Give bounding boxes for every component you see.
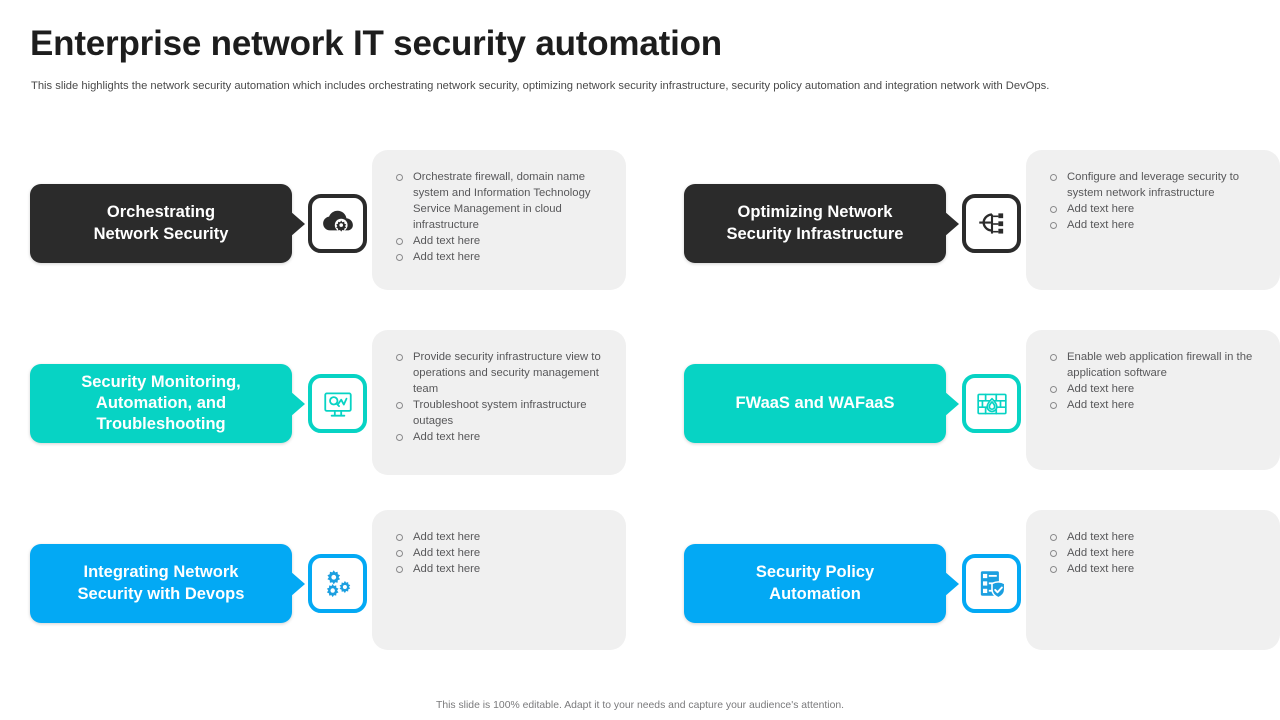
card-optimizing-network-security-infrastructure[interactable]: Optimizing Network Security Infrastructu… bbox=[684, 150, 1280, 330]
card-security-policy-automation[interactable]: Security Policy Automation bbox=[684, 510, 1280, 690]
card-bullets-panel: Add text here Add text here Add text her… bbox=[372, 510, 626, 650]
firewall-flame-icon bbox=[962, 374, 1021, 433]
bullet-list: Provide security infrastructure view to … bbox=[392, 349, 612, 445]
arrow-connector bbox=[944, 211, 959, 237]
list-item: Add text here bbox=[1046, 529, 1266, 545]
list-item: Provide security infrastructure view to … bbox=[392, 349, 612, 397]
page-subtitle: This slide highlights the network securi… bbox=[31, 80, 1050, 92]
list-item: Add text here bbox=[392, 429, 612, 445]
card-integrating-network-security-with-devops[interactable]: Integrating Network Security with Devops bbox=[30, 510, 650, 690]
list-item: Add text here bbox=[1046, 381, 1266, 397]
bullet-list: Add text here Add text here Add text her… bbox=[1046, 529, 1266, 577]
gear-network-icon bbox=[962, 194, 1021, 253]
cloud-gear-icon bbox=[308, 194, 367, 253]
arrow-connector bbox=[290, 391, 305, 417]
card-bullets-panel: Configure and leverage security to syste… bbox=[1026, 150, 1280, 290]
arrow-connector bbox=[944, 571, 959, 597]
list-item: Add text here bbox=[1046, 545, 1266, 561]
card-row: Integrating Network Security with Devops bbox=[0, 510, 1280, 690]
card-security-monitoring-automation-troubleshooting[interactable]: Security Monitoring, Automation, and Tro… bbox=[30, 330, 650, 510]
card-label: FWaaS and WAFaaS bbox=[735, 393, 895, 412]
bullet-list: Add text here Add text here Add text her… bbox=[392, 529, 612, 577]
list-item: Add text here bbox=[392, 545, 612, 561]
list-item: Add text here bbox=[392, 249, 612, 265]
list-item: Add text here bbox=[1046, 217, 1266, 233]
list-item: Add text here bbox=[1046, 201, 1266, 217]
card-bullets-panel: Orchestrate firewall, domain name system… bbox=[372, 150, 626, 290]
list-item: Add text here bbox=[1046, 561, 1266, 577]
card-bullets-panel: Provide security infrastructure view to … bbox=[372, 330, 626, 475]
card-row: Orchestrating Network Security Orchestra… bbox=[0, 150, 1280, 330]
arrow-connector bbox=[944, 391, 959, 417]
list-item: Add text here bbox=[1046, 397, 1266, 413]
list-item: Enable web application firewall in the a… bbox=[1046, 349, 1266, 381]
gears-icon bbox=[308, 554, 367, 613]
card-label-pill[interactable]: Security Monitoring, Automation, and Tro… bbox=[30, 364, 292, 443]
bullet-list: Enable web application firewall in the a… bbox=[1046, 349, 1266, 413]
cards-grid: Orchestrating Network Security Orchestra… bbox=[0, 150, 1280, 690]
bullet-list: Orchestrate firewall, domain name system… bbox=[392, 169, 612, 265]
card-label: Integrating Network Security with Devops bbox=[77, 563, 245, 603]
card-bullets-panel: Add text here Add text here Add text her… bbox=[1026, 510, 1280, 650]
bullet-list: Configure and leverage security to syste… bbox=[1046, 169, 1266, 233]
footer-note: This slide is 100% editable. Adapt it to… bbox=[435, 700, 845, 711]
list-item: Orchestrate firewall, domain name system… bbox=[392, 169, 612, 233]
arrow-connector bbox=[290, 571, 305, 597]
page-title: Enterprise network IT security automatio… bbox=[30, 24, 722, 63]
card-bullets-panel: Enable web application firewall in the a… bbox=[1026, 330, 1280, 470]
card-label-pill[interactable]: Orchestrating Network Security bbox=[30, 184, 292, 263]
arrow-connector bbox=[290, 211, 305, 237]
list-item: Add text here bbox=[392, 233, 612, 249]
card-label: Orchestrating Network Security bbox=[93, 203, 229, 243]
card-label-pill[interactable]: FWaaS and WAFaaS bbox=[684, 364, 946, 443]
list-item: Add text here bbox=[392, 529, 612, 545]
card-label-pill[interactable]: Security Policy Automation bbox=[684, 544, 946, 623]
list-item: Add text here bbox=[392, 561, 612, 577]
list-item: Configure and leverage security to syste… bbox=[1046, 169, 1266, 201]
card-label: Optimizing Network Security Infrastructu… bbox=[726, 203, 904, 243]
card-label: Security Policy Automation bbox=[755, 563, 875, 603]
card-orchestrating-network-security[interactable]: Orchestrating Network Security Orchestra… bbox=[30, 150, 650, 330]
checklist-shield-icon bbox=[962, 554, 1021, 613]
card-row: Security Monitoring, Automation, and Tro… bbox=[0, 330, 1280, 510]
list-item: Troubleshoot system infrastructure outag… bbox=[392, 397, 612, 429]
card-fwaas-and-wafaas[interactable]: FWaaS and WAFaaS Enable web application … bbox=[684, 330, 1280, 510]
card-label: Security Monitoring, Automation, and Tro… bbox=[81, 372, 241, 434]
card-label-pill[interactable]: Optimizing Network Security Infrastructu… bbox=[684, 184, 946, 263]
monitor-search-icon bbox=[308, 374, 367, 433]
card-label-pill[interactable]: Integrating Network Security with Devops bbox=[30, 544, 292, 623]
